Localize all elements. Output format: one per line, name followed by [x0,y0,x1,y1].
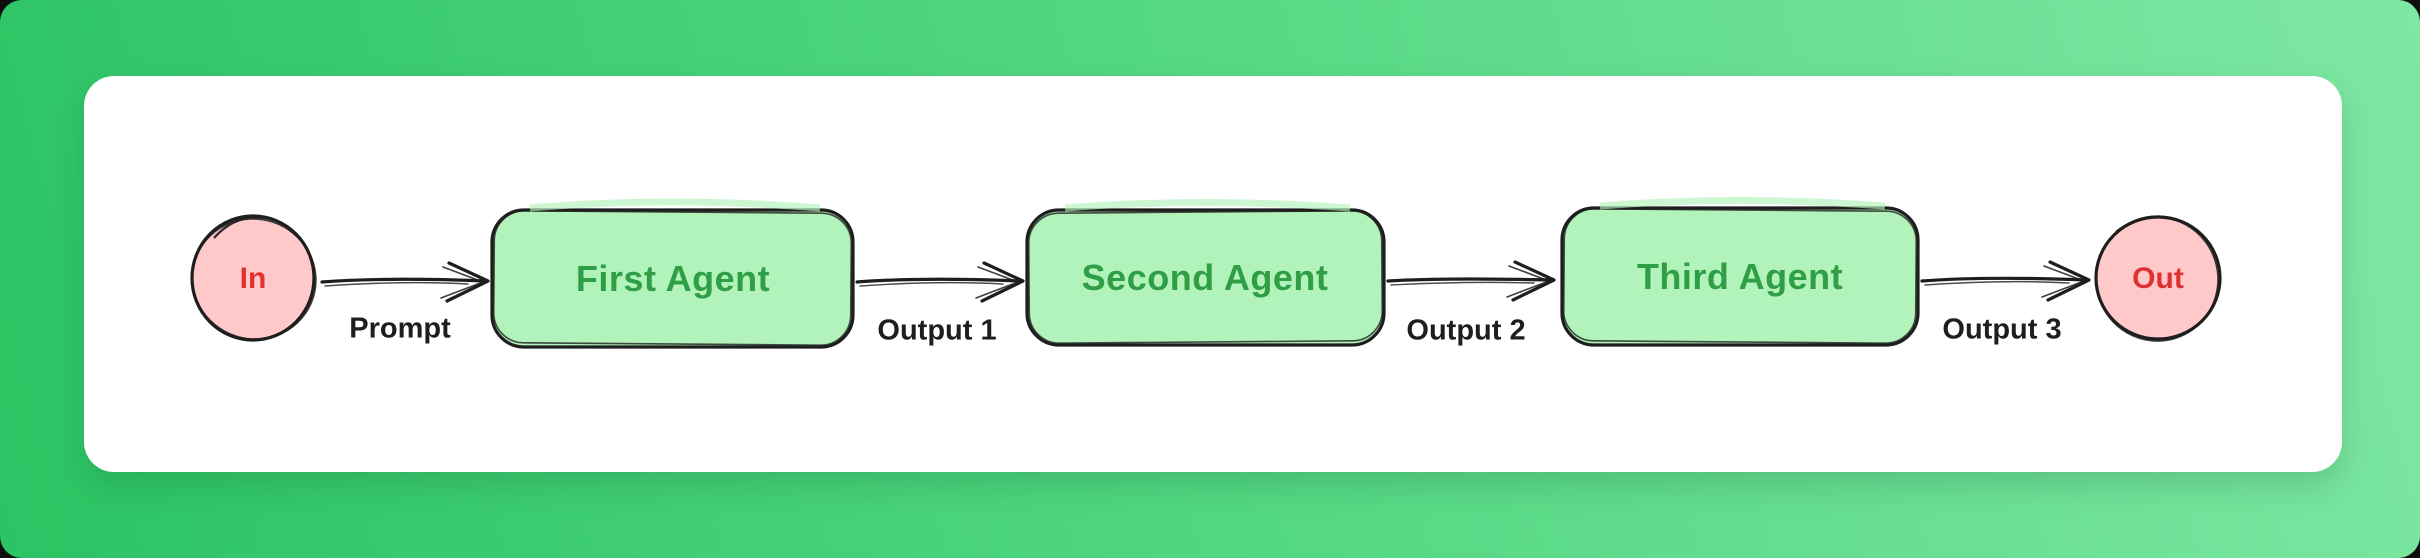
edge-output1-arrow [855,261,1025,303]
edge-output2-arrow [1386,260,1556,302]
edge-label-output-2: Output 2 [1406,314,1526,347]
edge-label-output-3: Output 3 [1942,313,2062,346]
node-third-agent-box [1560,197,1920,347]
node-in-circle [190,214,317,342]
node-label-in: In [239,262,267,295]
node-label-out: Out [2132,262,2184,295]
edge-output3-arrow [1920,260,2091,302]
node-label-second-agent: Second Agent [1081,257,1329,298]
node-first-agent-box [490,198,855,349]
edge-label-prompt: Prompt [349,312,451,345]
node-second-agent-box [1025,199,1386,347]
node-label-third-agent: Third Agent [1636,256,1844,297]
edge-prompt-arrow [320,261,490,303]
node-label-first-agent: First Agent [575,258,771,299]
edge-label-output-1: Output 1 [877,314,997,347]
node-out-circle [2094,215,2222,342]
